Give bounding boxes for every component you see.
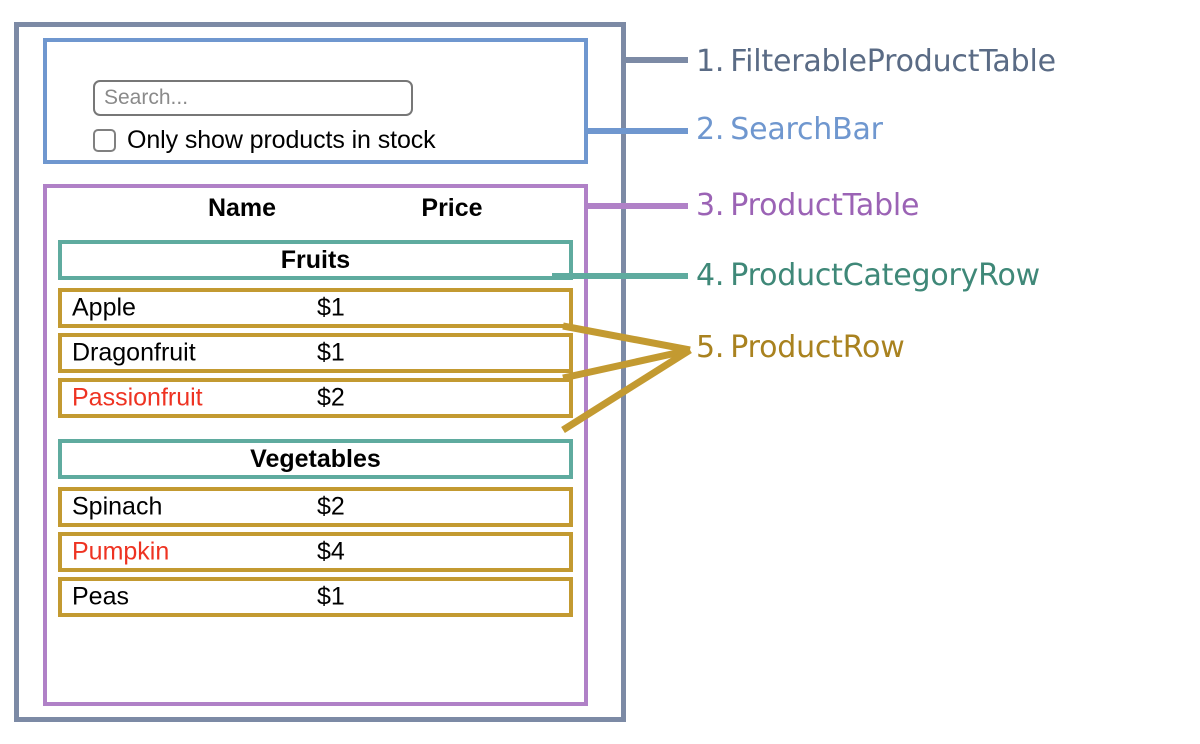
product-price: $1 xyxy=(317,293,345,322)
legend-number: 2. xyxy=(696,112,725,147)
legend-name: SearchBar xyxy=(730,112,883,147)
product-category-row: Vegetables xyxy=(58,439,573,479)
product-category-row: Fruits xyxy=(58,240,573,280)
product-row: Apple $1 xyxy=(58,288,573,328)
product-price: $1 xyxy=(317,338,345,367)
product-price: $1 xyxy=(317,582,345,611)
product-table-body: Fruits Apple $1 Dragonfruit $1 Passionfr… xyxy=(58,240,573,622)
product-name: Spinach xyxy=(72,492,163,521)
legend-number: 4. xyxy=(696,258,725,293)
product-name: Apple xyxy=(72,293,136,322)
product-row: Dragonfruit $1 xyxy=(58,333,573,373)
product-name: Passionfruit xyxy=(72,383,203,412)
product-name: Peas xyxy=(72,582,129,611)
legend-name: FilterableProductTable xyxy=(730,44,1056,79)
legend-name: ProductTable xyxy=(730,188,920,223)
in-stock-checkbox-row[interactable]: Only show products in stock xyxy=(93,126,436,155)
legend-name: ProductCategoryRow xyxy=(730,258,1040,293)
legend-item-product-row: 5.ProductRow xyxy=(696,330,905,365)
column-header-price: Price xyxy=(421,194,483,222)
legend-number: 1. xyxy=(696,44,725,79)
in-stock-checkbox[interactable] xyxy=(93,129,116,152)
product-row: Pumpkin $4 xyxy=(58,532,573,572)
group-spacer xyxy=(58,423,573,439)
product-row: Passionfruit $2 xyxy=(58,378,573,418)
legend-number: 3. xyxy=(696,188,725,223)
product-name: Pumpkin xyxy=(72,537,170,566)
product-category-label: Fruits xyxy=(280,245,351,274)
legend-item-product-table: 3.ProductTable xyxy=(696,188,920,223)
legend-item-search-bar: 2.SearchBar xyxy=(696,112,883,147)
search-bar-frame: Only show products in stock xyxy=(43,38,588,164)
search-input[interactable] xyxy=(93,80,413,116)
product-category-label: Vegetables xyxy=(250,444,381,473)
legend-item-product-category-row: 4.ProductCategoryRow xyxy=(696,258,1040,293)
product-row: Peas $1 xyxy=(58,577,573,617)
product-table-header: Name Price xyxy=(47,194,584,232)
product-table-frame: Name Price Fruits Apple $1 Dragonfruit $… xyxy=(43,184,588,706)
legend-name: ProductRow xyxy=(730,330,905,365)
product-price: $4 xyxy=(317,537,345,566)
product-name: Dragonfruit xyxy=(72,338,196,367)
product-price: $2 xyxy=(317,492,345,521)
legend-number: 5. xyxy=(696,330,725,365)
legend-item-filterable-product-table: 1.FilterableProductTable xyxy=(696,44,1056,79)
product-row: Spinach $2 xyxy=(58,487,573,527)
in-stock-checkbox-label: Only show products in stock xyxy=(127,126,436,154)
column-header-name: Name xyxy=(207,194,277,222)
product-price: $2 xyxy=(317,383,345,412)
